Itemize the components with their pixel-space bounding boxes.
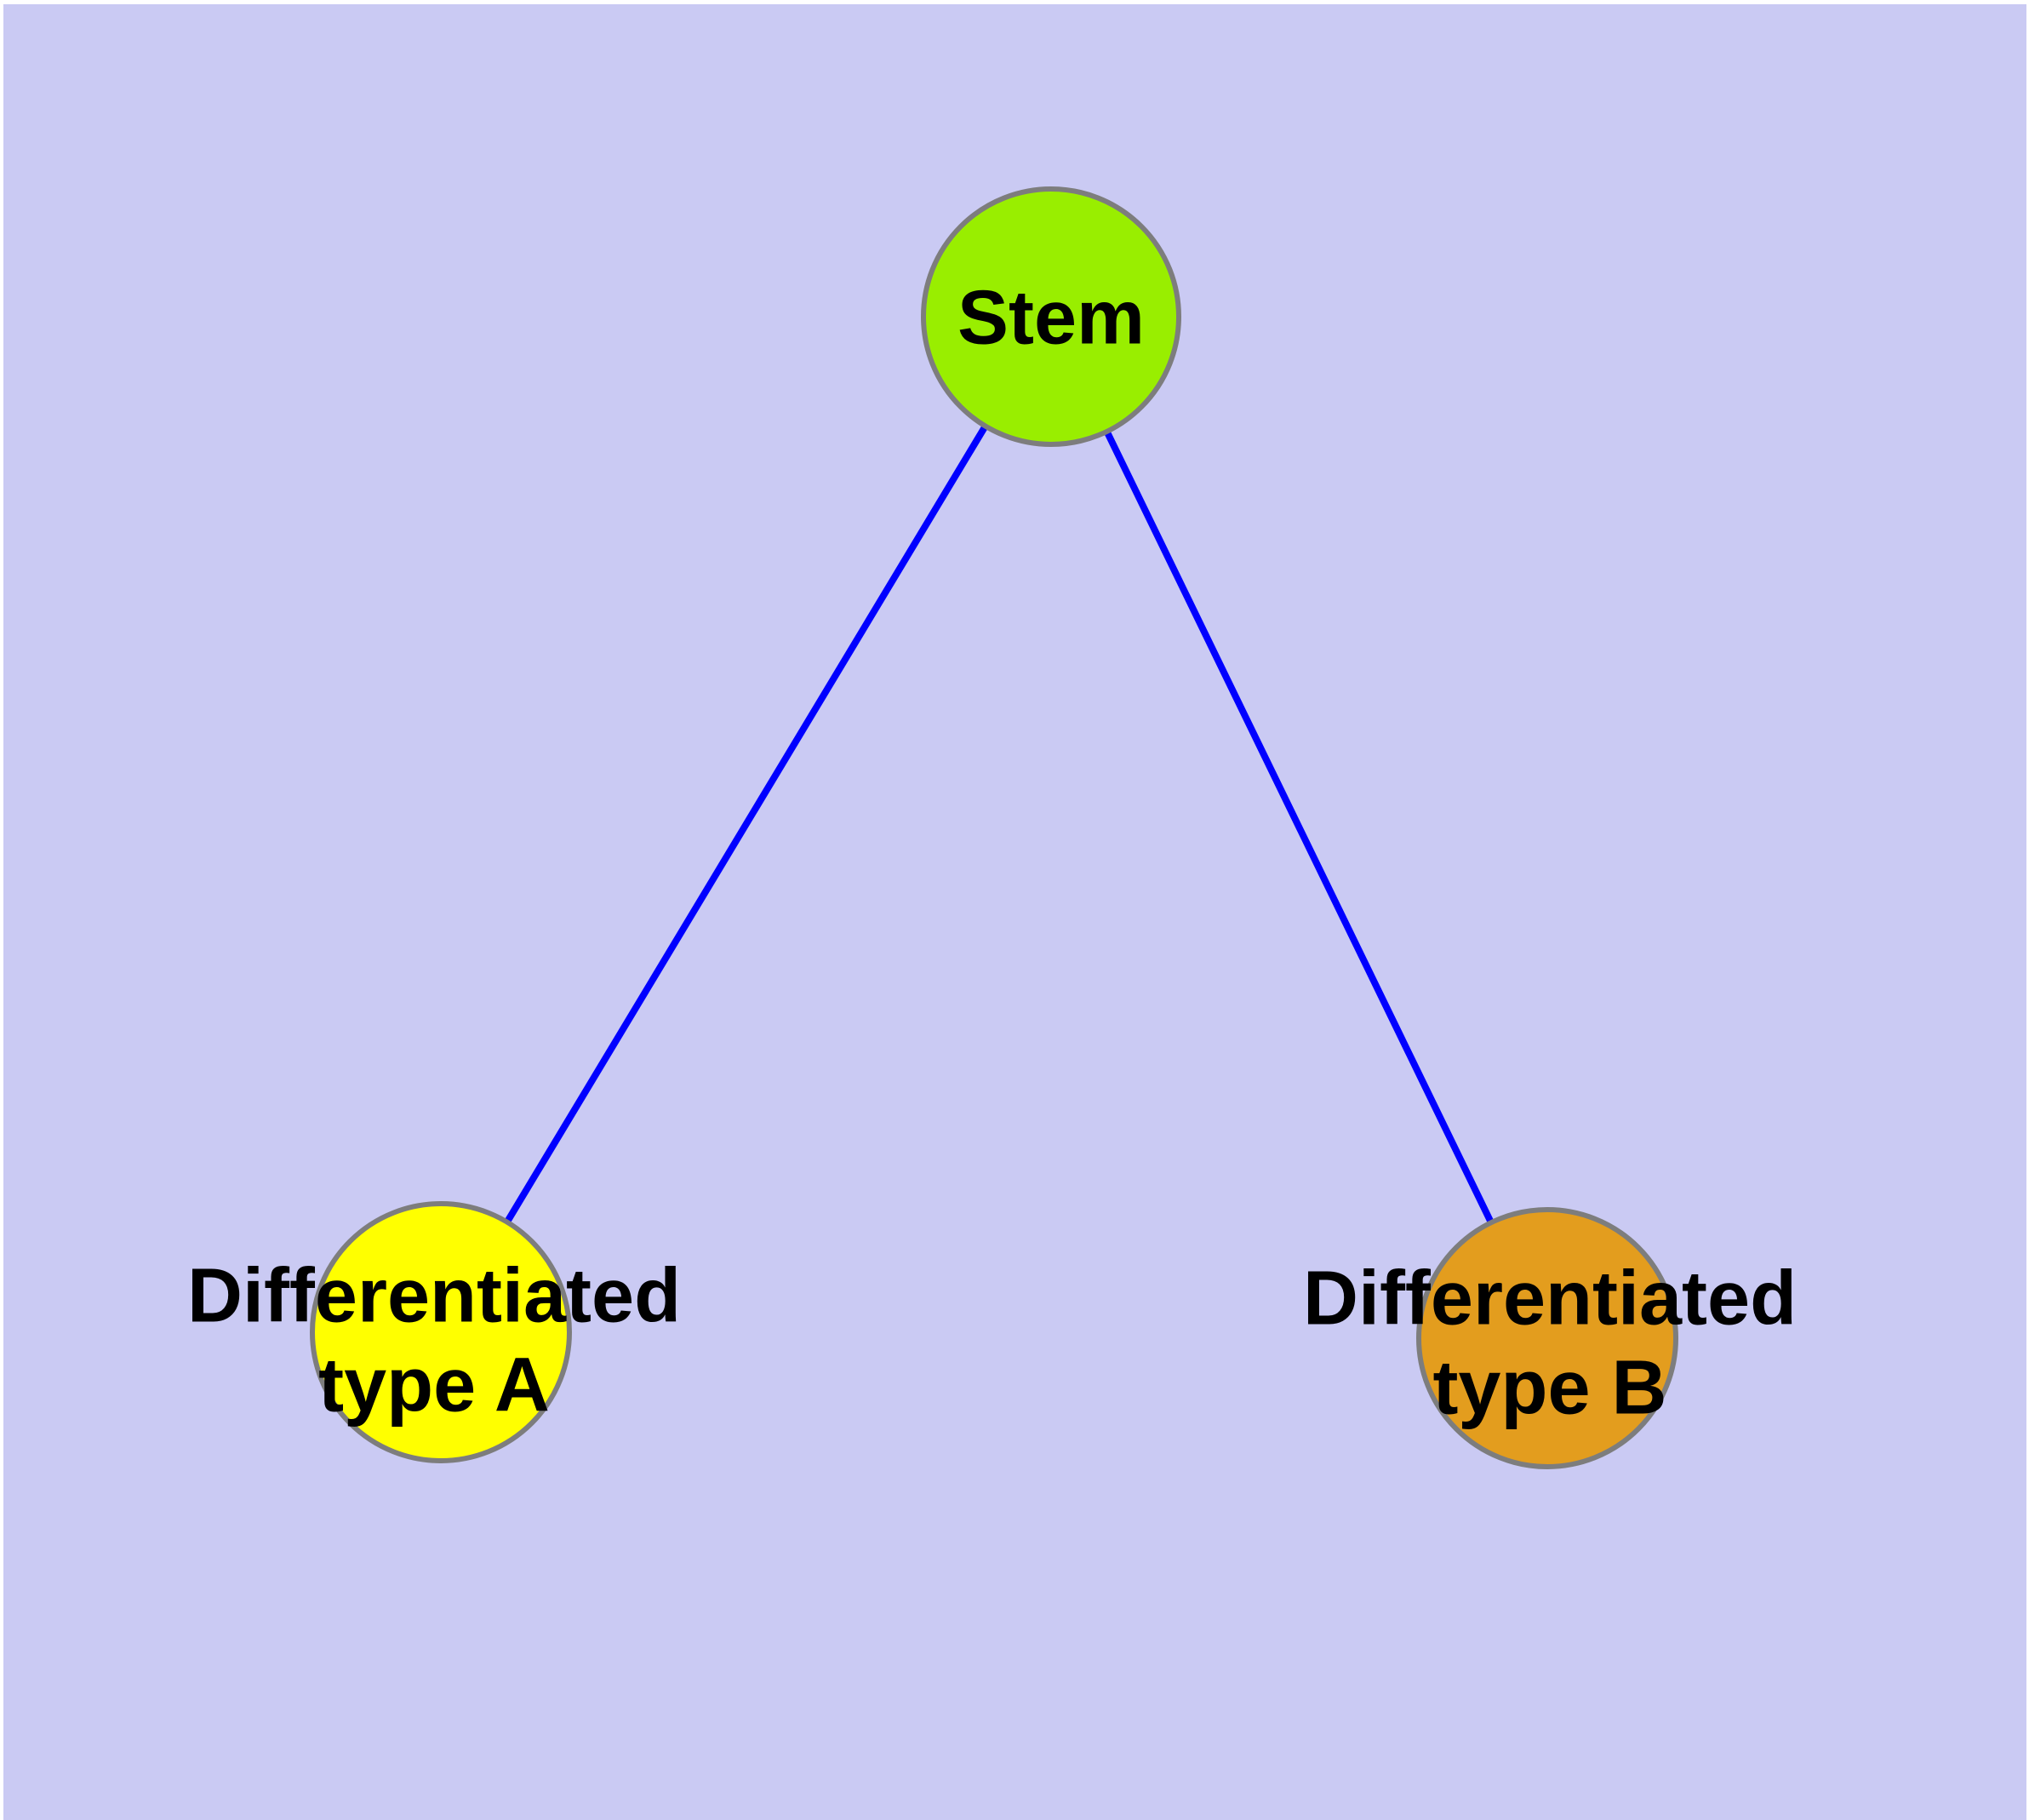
- edge-stem-to-type-a: [437, 314, 1055, 1335]
- edge-stem-to-type-b: [1048, 315, 1551, 1340]
- node-label-stem: Stem: [957, 275, 1146, 361]
- node-circle-differentiated-type-a: [310, 1201, 572, 1463]
- node-circle-stem: [921, 186, 1181, 447]
- node-label-differentiated-type-b: Differentiated type B: [1302, 1256, 1798, 1431]
- node-label-differentiated-type-a: Differentiated type A: [186, 1253, 682, 1428]
- node-circle-differentiated-type-b: [1416, 1207, 1678, 1469]
